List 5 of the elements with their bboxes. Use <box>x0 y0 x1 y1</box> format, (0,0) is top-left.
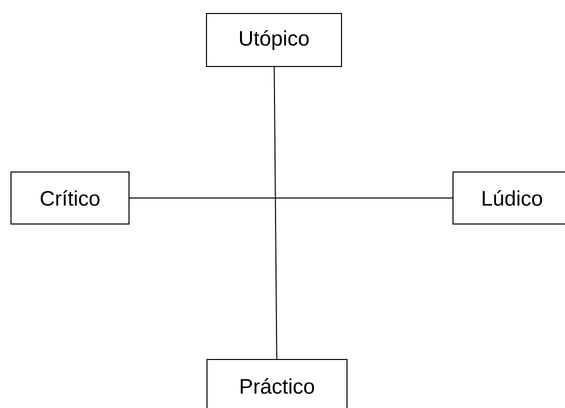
label-box: Práctico <box>206 359 348 408</box>
label-box: Crítico <box>10 172 130 224</box>
label-box: Lúdico <box>452 172 565 224</box>
connector-line <box>274 66 278 360</box>
label-box: Utópico <box>206 13 342 67</box>
